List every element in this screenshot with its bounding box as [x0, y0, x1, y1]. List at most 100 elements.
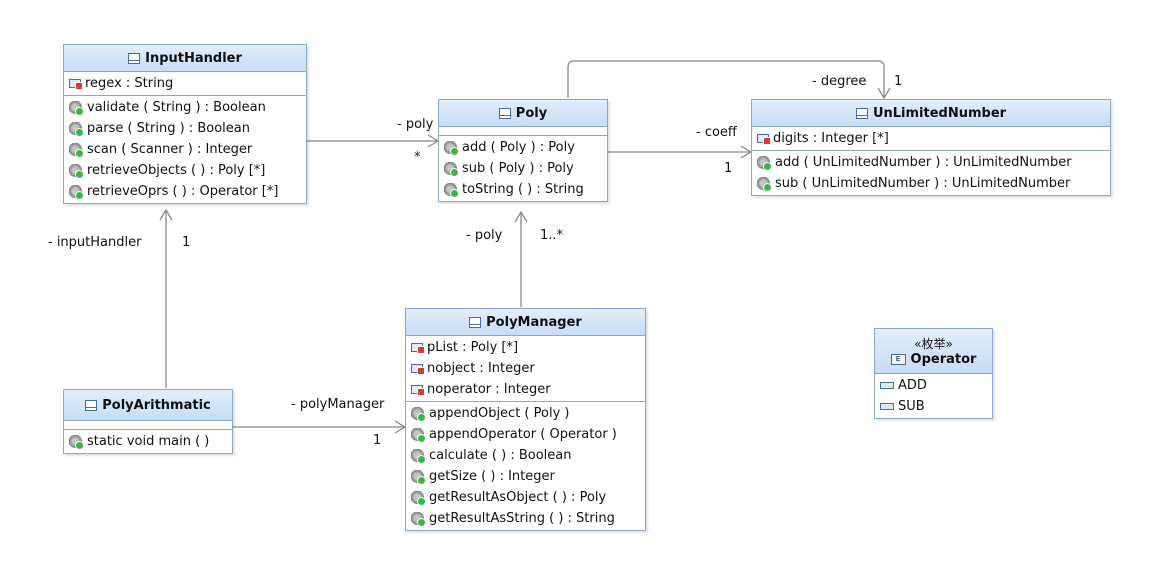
- operation-compartment: static void main ( ): [64, 430, 232, 453]
- operation-row[interactable]: getResultAsString ( ) : String: [406, 508, 645, 529]
- public-method-icon: [69, 100, 84, 116]
- attribute-row[interactable]: digits : Integer [*]: [752, 128, 1110, 149]
- class-poly[interactable]: Poly add ( Poly ) : Poly sub ( Poly ) : …: [438, 99, 608, 202]
- attribute-row[interactable]: nobject : Integer: [406, 358, 645, 379]
- role-label: - polyManager: [291, 397, 385, 412]
- class-header: Poly: [439, 100, 607, 127]
- operation-compartment: add ( UnLimitedNumber ) : UnLimitedNumbe…: [752, 151, 1110, 195]
- operation-text: scan ( Scanner ) : Integer: [87, 142, 253, 157]
- public-method-icon: [444, 161, 459, 177]
- operation-text: getResultAsObject ( ) : Poly: [429, 490, 607, 505]
- role-label: - poly: [466, 228, 503, 243]
- enum-literal-icon: [880, 403, 894, 410]
- class-poly-arithmatic[interactable]: PolyArithmatic static void main ( ): [63, 389, 233, 454]
- private-field-icon: [411, 364, 425, 375]
- attribute-text: nobject : Integer: [427, 361, 535, 376]
- enum-icon: E: [890, 353, 906, 365]
- role-label: - poly: [397, 117, 434, 132]
- public-method-icon: [757, 155, 772, 171]
- private-field-icon: [411, 385, 425, 396]
- private-field-icon: [757, 134, 771, 145]
- attribute-compartment: pList : Poly [*] nobject : Integer noper…: [406, 336, 645, 402]
- public-method-icon: [411, 490, 426, 506]
- literal-text: SUB: [898, 399, 925, 414]
- operation-text: add ( UnLimitedNumber ) : UnLimitedNumbe…: [775, 155, 1072, 170]
- operation-row[interactable]: retrieveObjects ( ) : Poly [*]: [64, 160, 306, 181]
- attribute-row[interactable]: noperator : Integer: [406, 379, 645, 400]
- attribute-row[interactable]: regex : String: [64, 73, 306, 94]
- operation-text: appendObject ( Poly ): [429, 406, 570, 421]
- class-header: UnLimitedNumber: [752, 100, 1110, 127]
- role-label: - inputHandler: [48, 235, 142, 250]
- assoc-poly-degree: [567, 60, 885, 98]
- class-name: InputHandler: [145, 50, 242, 66]
- arrowhead-poly-degree: [877, 87, 891, 100]
- operation-row[interactable]: appendObject ( Poly ): [406, 403, 645, 424]
- operation-text: retrieveObjects ( ) : Poly [*]: [87, 163, 266, 178]
- public-method-icon: [411, 448, 426, 464]
- operation-text: add ( Poly ) : Poly: [462, 140, 575, 155]
- operation-row[interactable]: sub ( Poly ) : Poly: [439, 158, 607, 179]
- operation-row[interactable]: getSize ( ) : Integer: [406, 466, 645, 487]
- multiplicity-label: 1: [724, 161, 733, 176]
- literal-row[interactable]: ADD: [875, 375, 992, 396]
- class-icon: [855, 107, 868, 119]
- operation-compartment: validate ( String ) : Boolean parse ( St…: [64, 96, 306, 203]
- literal-text: ADD: [898, 378, 927, 393]
- public-method-icon: [411, 511, 426, 527]
- public-method-icon: [69, 434, 84, 450]
- attribute-compartment: [64, 421, 232, 430]
- private-field-icon: [411, 343, 425, 354]
- operation-row[interactable]: appendOperator ( Operator ): [406, 424, 645, 445]
- operation-text: validate ( String ) : Boolean: [87, 100, 266, 115]
- operation-row[interactable]: calculate ( ) : Boolean: [406, 445, 645, 466]
- multiplicity-label: 1..*: [540, 228, 564, 243]
- operation-text: toString ( ) : String: [462, 182, 584, 197]
- enum-header: «枚举» E Operator: [875, 329, 992, 374]
- enum-literal-icon: [880, 382, 894, 389]
- operation-compartment: add ( Poly ) : Poly sub ( Poly ) : Poly …: [439, 136, 607, 201]
- attribute-text: pList : Poly [*]: [427, 340, 519, 355]
- class-poly-manager[interactable]: PolyManager pList : Poly [*] nobject : I…: [405, 308, 646, 531]
- class-input-handler[interactable]: InputHandler regex : String validate ( S…: [63, 44, 307, 204]
- operation-text: getSize ( ) : Integer: [429, 469, 555, 484]
- operation-row[interactable]: validate ( String ) : Boolean: [64, 97, 306, 118]
- literal-compartment: ADD SUB: [875, 374, 992, 418]
- operation-text: sub ( Poly ) : Poly: [462, 161, 574, 176]
- class-icon: [469, 316, 482, 328]
- operation-text: appendOperator ( Operator ): [429, 427, 617, 442]
- operation-row[interactable]: static void main ( ): [64, 431, 232, 452]
- multiplicity-label: 1: [182, 235, 191, 250]
- operation-row[interactable]: sub ( UnLimitedNumber ) : UnLimitedNumbe…: [752, 173, 1110, 194]
- attribute-row[interactable]: pList : Poly [*]: [406, 337, 645, 358]
- operation-row[interactable]: add ( UnLimitedNumber ) : UnLimitedNumbe…: [752, 152, 1110, 173]
- operation-text: static void main ( ): [87, 434, 210, 449]
- class-name: PolyArithmatic: [102, 397, 211, 413]
- public-method-icon: [69, 121, 84, 137]
- attribute-text: noperator : Integer: [427, 382, 551, 397]
- literal-row[interactable]: SUB: [875, 396, 992, 417]
- public-method-icon: [411, 427, 426, 443]
- class-unlimited-number[interactable]: UnLimitedNumber digits : Integer [*] add…: [751, 99, 1111, 196]
- operation-row[interactable]: add ( Poly ) : Poly: [439, 137, 607, 158]
- operation-row[interactable]: retrieveOprs ( ) : Operator [*]: [64, 181, 306, 202]
- operation-text: retrieveOprs ( ) : Operator [*]: [87, 184, 279, 199]
- class-name: UnLimitedNumber: [872, 105, 1007, 121]
- attribute-compartment: digits : Integer [*]: [752, 127, 1110, 151]
- operation-row[interactable]: toString ( ) : String: [439, 179, 607, 200]
- class-name: PolyManager: [486, 314, 582, 330]
- operation-row[interactable]: scan ( Scanner ) : Integer: [64, 139, 306, 160]
- arrowhead-manager-poly: [514, 210, 528, 223]
- private-field-icon: [69, 79, 83, 90]
- public-method-icon: [411, 469, 426, 485]
- operation-row[interactable]: parse ( String ) : Boolean: [64, 118, 306, 139]
- enum-operator[interactable]: «枚举» E Operator ADD SUB: [874, 328, 993, 419]
- operation-text: parse ( String ) : Boolean: [87, 121, 250, 136]
- class-header: PolyArithmatic: [64, 390, 232, 421]
- operation-text: sub ( UnLimitedNumber ) : UnLimitedNumbe…: [775, 176, 1071, 191]
- operation-row[interactable]: getResultAsObject ( ) : Poly: [406, 487, 645, 508]
- attribute-text: digits : Integer [*]: [773, 131, 889, 146]
- class-icon: [85, 399, 98, 411]
- public-method-icon: [444, 182, 459, 198]
